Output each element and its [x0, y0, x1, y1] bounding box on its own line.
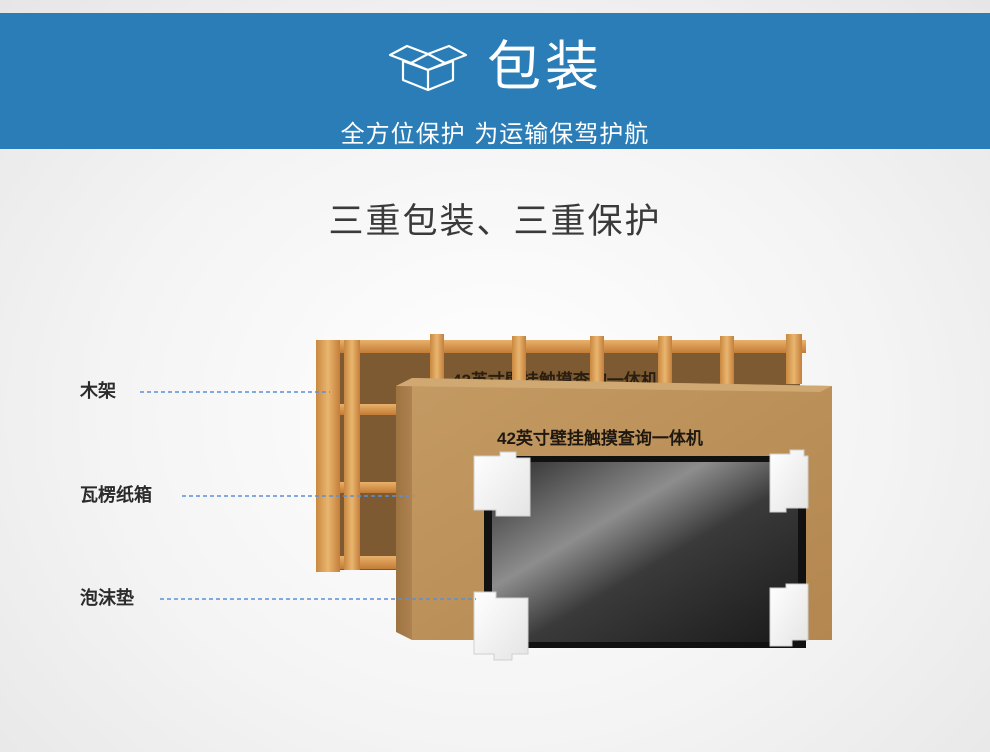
- crate-plank-mid-upper: [316, 404, 406, 415]
- display-screen: [492, 462, 798, 642]
- callout-lines: [140, 391, 476, 600]
- banner-title: 包装: [487, 35, 603, 98]
- foam-pad-bottom-right: [769, 583, 809, 647]
- crate-slat-left: [316, 340, 340, 572]
- foam-pad-top-right: [769, 449, 809, 513]
- banner-heading: 包装: [0, 37, 990, 97]
- open-box-icon: [388, 44, 468, 92]
- crate-slat: [512, 336, 526, 384]
- foam-pads: [473, 449, 809, 661]
- crate-slat: [430, 334, 444, 384]
- crate-slat: [658, 336, 672, 384]
- section-title: 三重包装、三重保护: [328, 202, 662, 242]
- callout-label-foam-pad: 泡沫垫: [80, 588, 134, 609]
- callout-label-corrugated-carton: 瓦楞纸箱: [80, 485, 152, 506]
- crate-slat: [720, 336, 734, 384]
- carton-top-edge: [396, 378, 832, 392]
- crate-slat-right: [786, 334, 802, 384]
- foam-pad-top-left: [473, 451, 531, 517]
- carton-print: 42英寸壁挂触摸查询一体机: [497, 428, 703, 448]
- callout-label-wood-frame: 木架: [80, 381, 116, 402]
- crate-slat: [590, 336, 604, 384]
- carton-side: [396, 378, 412, 640]
- banner-subtitle: 全方位保护 为运输保驾护航: [340, 120, 650, 148]
- touch-display: [484, 456, 806, 648]
- crate-plank-mid-lower: [316, 482, 406, 493]
- foam-pad-bottom-left: [473, 591, 529, 661]
- header-banner: 包装 全方位保护 为运输保驾护航: [0, 13, 990, 149]
- crate-slat-inner: [344, 340, 360, 570]
